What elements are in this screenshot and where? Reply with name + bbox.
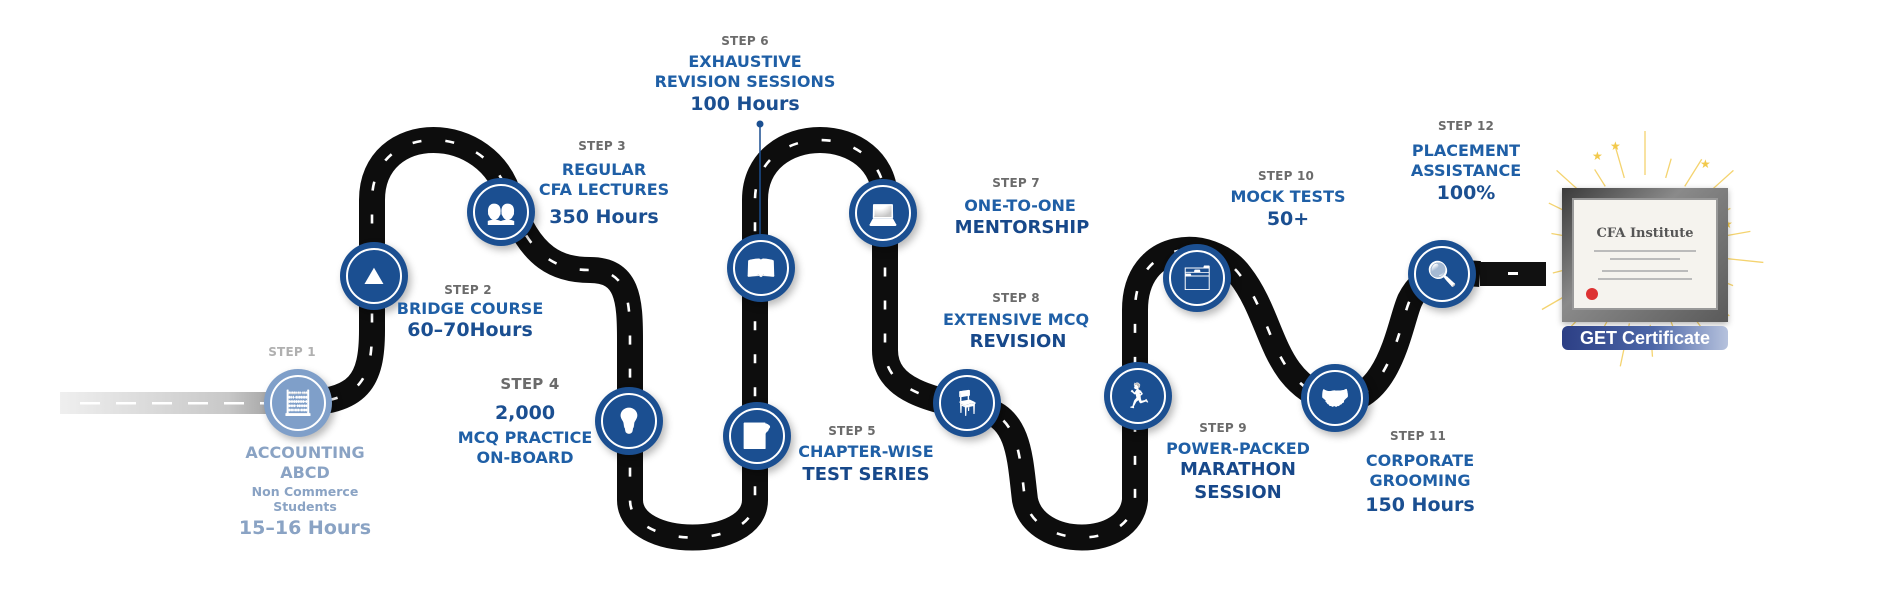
step3-title-2: CFA LECTURES [538, 180, 670, 199]
road-dash [188, 402, 208, 405]
get-certificate-button[interactable]: GET Certificate [1562, 326, 1728, 350]
step2-number: STEP 2 [444, 283, 492, 297]
step10-count: 50+ [1266, 208, 1310, 230]
step3-title-1: REGULAR [561, 160, 647, 179]
road-lane-dashes [295, 138, 1481, 539]
step12-title-1: PLACEMENT [1411, 141, 1521, 160]
sparkle-ray [1614, 146, 1625, 179]
step-7-node: 💻 [849, 179, 917, 247]
step6-pointer-dot [756, 120, 764, 128]
star-icon: ★ [1610, 139, 1621, 153]
step8-highlight: REVISION [969, 331, 1067, 352]
step4-count: 2,000 [494, 402, 556, 424]
road-start-segment [60, 392, 300, 414]
road-dash [224, 402, 244, 405]
step-2-node: ⛰ [340, 242, 408, 310]
certificate-text-line [1602, 270, 1688, 272]
step-5-node: 📝 [723, 402, 791, 470]
certificate-seal [1586, 288, 1598, 300]
document-lightbulb-icon: 💡 [601, 393, 657, 449]
step6-number: STEP 6 [721, 34, 769, 48]
certificate-paper: CFA Institute [1572, 198, 1718, 310]
step-12-node: 🔍 [1408, 240, 1476, 308]
step7-highlight: MENTORSHIP [954, 217, 1090, 238]
step11-title-1: CORPORATE [1365, 451, 1475, 470]
step11-number: STEP 11 [1389, 429, 1447, 443]
candidate-search-icon: 🔍 [1414, 246, 1470, 302]
step11-title-2: GROOMING [1369, 471, 1471, 490]
road-dash [80, 402, 100, 405]
step12-number: STEP 12 [1437, 119, 1495, 133]
sparkle-ray [1665, 158, 1672, 179]
step12-percent: 100% [1436, 182, 1496, 204]
step-8-node: 🪑 [933, 369, 1001, 437]
step5-title: CHAPTER-WISE [798, 442, 934, 461]
step6-hours: 100 Hours [690, 93, 800, 115]
certificate-text-line [1598, 278, 1692, 280]
step-6-node: 📖 [727, 234, 795, 302]
certificate-frame: CFA Institute [1562, 188, 1728, 322]
studying-desk-icon: 📖 [733, 240, 789, 296]
lecture-classroom-icon: 👥 [473, 184, 529, 240]
sparkle-ray [1684, 158, 1703, 187]
step6-title-1: EXHAUSTIVE [688, 52, 802, 71]
star-icon: ★ [1700, 157, 1711, 171]
step9-highlight-1: MARATHON [1180, 459, 1296, 480]
step-4-node: 💡 [595, 387, 663, 455]
step9-title: POWER-PACKED [1166, 439, 1310, 458]
step10-title: MOCK TESTS [1230, 187, 1346, 206]
star-icon: ★ [1592, 149, 1603, 163]
accounting-calculator-icon: 🧮 [270, 375, 326, 431]
exam-desk-icon: 🗂 [1169, 250, 1225, 306]
road-dash [116, 402, 136, 405]
certificate-title: CFA Institute [1596, 226, 1694, 241]
step-11-node: 🤝 [1301, 364, 1369, 432]
step4-number: STEP 4 [500, 375, 560, 393]
step7-title: ONE-TO-ONE [964, 196, 1076, 215]
step9-highlight-2: SESSION [1194, 482, 1282, 503]
road-dash [1508, 272, 1518, 275]
step2-hours: 60–70Hours [407, 319, 533, 341]
step4-title-2: ON-BOARD [476, 448, 574, 467]
step1-hours: 15–16 Hours [238, 517, 372, 539]
step1-number: STEP 1 [268, 345, 316, 359]
step12-title-2: ASSISTANCE [1410, 161, 1522, 180]
step1-note-2: Students [273, 499, 337, 514]
step1-note-1: Non Commerce [251, 484, 359, 499]
test-paper-icon: 📝 [729, 408, 785, 464]
step-3-node: 👥 [467, 178, 535, 246]
step1-title-2: ABCD [280, 463, 330, 482]
step-1-node: 🧮 [264, 369, 332, 437]
step7-number: STEP 7 [992, 176, 1040, 190]
bridge-icon: ⛰ [346, 248, 402, 304]
step2-title: BRIDGE COURSE [396, 299, 544, 318]
step8-title: EXTENSIVE MCQ [942, 310, 1090, 329]
step4-title-1: MCQ PRACTICE [457, 428, 593, 447]
mentor-laptop-check-icon: 💻 [855, 185, 911, 241]
step1-title-1: ACCOUNTING [245, 443, 365, 462]
sparkle-ray [1594, 169, 1606, 187]
step11-hours: 150 Hours [1365, 494, 1475, 516]
road-dash [152, 402, 172, 405]
step10-number: STEP 10 [1257, 169, 1315, 183]
runners-finish-line-icon: 🏃 [1110, 368, 1166, 424]
step5-number: STEP 5 [828, 424, 876, 438]
step9-number: STEP 9 [1199, 421, 1247, 435]
step-9-node: 🏃 [1104, 362, 1172, 430]
handshake-team-icon: 🤝 [1307, 370, 1363, 426]
step6-title-2: REVISION SESSIONS [654, 72, 836, 91]
step5-highlight: TEST SERIES [802, 464, 930, 485]
step-10-node: 🗂 [1163, 244, 1231, 312]
certificate-text-line [1594, 250, 1696, 252]
step3-hours: 350 Hours [549, 206, 659, 228]
certificate-text-line [1610, 258, 1680, 260]
step8-number: STEP 8 [992, 291, 1040, 305]
step3-number: STEP 3 [578, 139, 626, 153]
person-at-desk-icon: 🪑 [939, 375, 995, 431]
